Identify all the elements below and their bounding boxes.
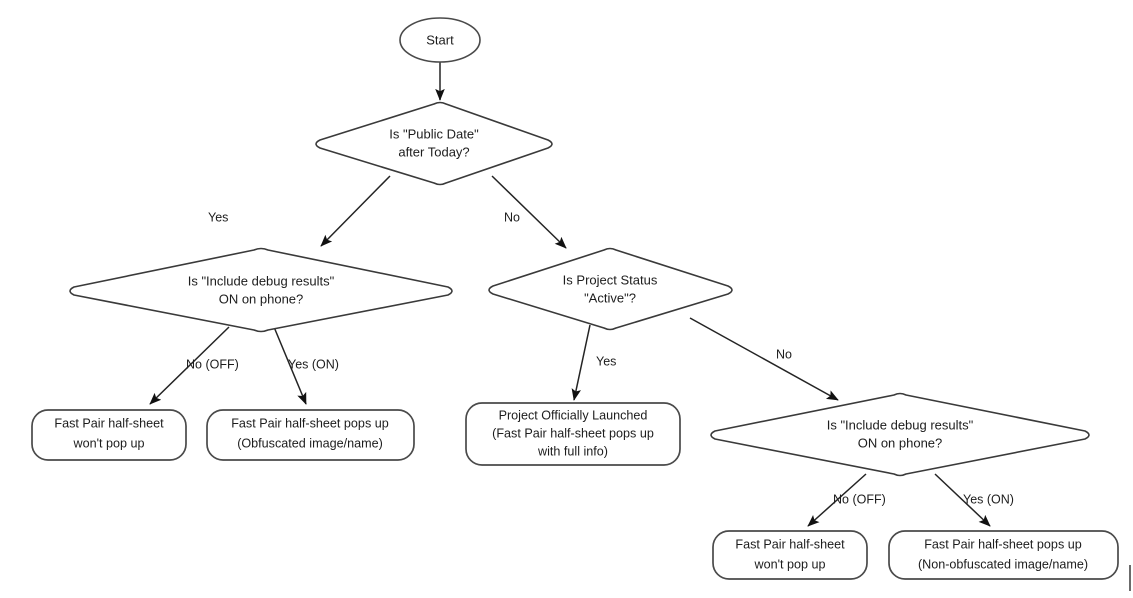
edge-debug-right-no: No (OFF) [807,473,886,527]
launched-box-shape [465,402,681,466]
node-debug-right-line-2: ON on phone? [858,435,943,450]
node-debug-right-line-1: Is "Include debug results" [827,417,974,432]
edge-label-public-date-no: No [504,210,520,224]
node-left-no-off-line-1: Fast Pair half-sheet [54,416,164,430]
edge-debug-left-yes: Yes (ON) [273,326,339,405]
edge-label-debug-right-no: No (OFF) [833,492,886,506]
node-right-no-off[interactable]: Fast Pair half-sheet won't pop up [712,530,868,580]
node-left-no-off-line-2: won't pop up [72,436,144,450]
node-public-date-line-1: Is "Public Date" [389,126,479,141]
nodes-layer: Start Is "Public Date" after Today? Is "… [31,17,1119,580]
node-left-yes-on-line-2: (Obfuscated image/name) [237,436,383,450]
edge-label-debug-left-yes: Yes (ON) [288,357,339,371]
edge-status-no: No [689,317,839,401]
node-right-yes-on-line-1: Fast Pair half-sheet pops up [924,537,1082,551]
edge-debug-left-no: No (OFF) [149,326,239,405]
edge-debug-right-yes: Yes (ON) [934,473,1014,527]
node-debug-right[interactable]: Is "Include debug results" ON on phone? [710,392,1090,477]
edge-label-status-no: No [776,347,792,361]
node-launched-line-3: with full info) [537,444,608,458]
node-start-line-1: Start [426,32,454,47]
node-right-yes-on[interactable]: Fast Pair half-sheet pops up (Non-obfusc… [888,530,1119,580]
node-left-yes-on[interactable]: Fast Pair half-sheet pops up (Obfuscated… [206,409,415,461]
left-no-off-box-shape [31,409,187,461]
edge-label-status-yes: Yes [596,354,616,368]
node-left-yes-on-line-1: Fast Pair half-sheet pops up [231,416,389,430]
edge-status-yes: Yes [571,324,616,401]
node-project-status-line-2: "Active"? [584,290,636,305]
debug-right-diamond-shape [710,392,1090,477]
edge-label-debug-right-yes: Yes (ON) [963,492,1014,506]
edge-label-debug-left-no: No (OFF) [186,357,239,371]
edge-label-public-date-yes: Yes [208,210,228,224]
project-status-diamond-shape [488,247,733,331]
node-right-no-off-line-1: Fast Pair half-sheet [735,537,845,551]
node-right-yes-on-line-2: (Non-obfuscated image/name) [918,557,1088,571]
node-right-no-off-line-2: won't pop up [753,557,825,571]
node-project-status-line-1: Is Project Status [563,272,658,287]
start-oval-shape [399,17,481,63]
node-project-status[interactable]: Is Project Status "Active"? [488,247,733,331]
node-debug-left[interactable]: Is "Include debug results" ON on phone? [69,247,453,333]
node-debug-left-line-2: ON on phone? [219,291,304,306]
node-launched[interactable]: Project Officially Launched (Fast Pair h… [465,402,681,466]
node-public-date[interactable]: Is "Public Date" after Today? [315,101,553,186]
node-launched-line-2: (Fast Pair half-sheet pops up [492,426,654,440]
right-no-off-box-shape [712,530,868,580]
edge-public-date-yes: Yes [208,175,391,247]
edge-public-date-no: No [491,175,567,249]
node-public-date-line-2: after Today? [398,144,469,159]
public-date-diamond-shape [315,101,553,186]
right-yes-on-box-shape [888,530,1119,580]
left-yes-on-box-shape [206,409,415,461]
edges-layer: Yes No No (OFF) Yes (ON) Yes [149,61,1014,527]
debug-left-diamond-shape [69,247,453,333]
page-edge-mark [1129,565,1131,591]
node-debug-left-line-1: Is "Include debug results" [188,273,335,288]
node-start[interactable]: Start [399,17,481,63]
node-launched-line-1: Project Officially Launched [499,408,648,422]
node-left-no-off[interactable]: Fast Pair half-sheet won't pop up [31,409,187,461]
